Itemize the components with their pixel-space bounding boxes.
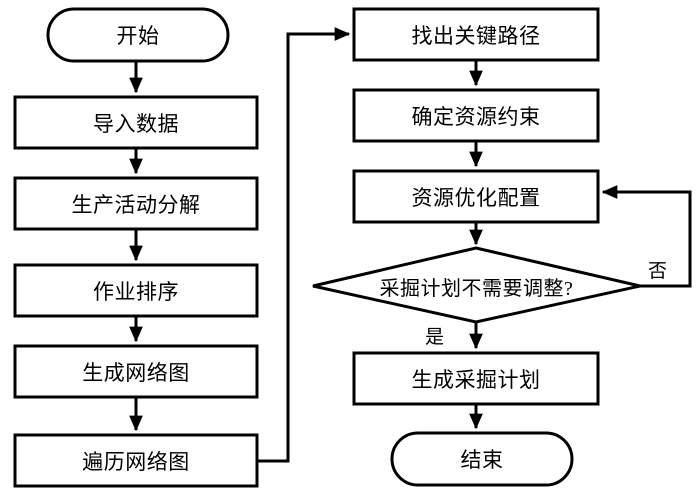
shape-build-network (13, 344, 259, 399)
shape-resource-constraint (352, 88, 600, 143)
shape-end (390, 431, 574, 487)
shape-generate-plan (352, 351, 600, 406)
shape-critical-path (352, 7, 600, 62)
shape-decompose (13, 176, 259, 231)
connector-decision-no-feedback (601, 185, 692, 288)
shape-decision (312, 246, 641, 324)
shape-start (46, 7, 230, 63)
connector-traverse-to-critical-path (257, 27, 351, 463)
shape-import-data (13, 95, 259, 150)
shape-sequence (13, 263, 259, 318)
shape-traverse-network (13, 433, 259, 488)
shape-resource-optimize (352, 169, 600, 224)
